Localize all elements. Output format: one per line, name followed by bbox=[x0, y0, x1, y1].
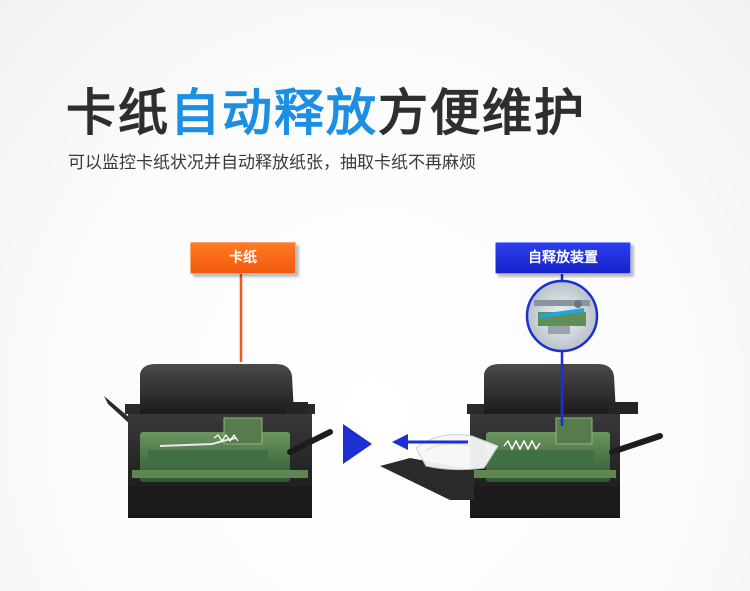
play-triangle-icon bbox=[343, 424, 372, 464]
printer-jam-state bbox=[104, 364, 333, 518]
left-arrow-icon bbox=[392, 434, 468, 450]
page-title: 卡纸自动释放方便维护 bbox=[66, 82, 586, 144]
title-part1: 卡纸 bbox=[66, 84, 170, 142]
release-mechanism-zoom bbox=[525, 279, 599, 353]
auto-release-label: 自释放装置 bbox=[495, 242, 631, 274]
title-part2: 方便维护 bbox=[378, 84, 586, 142]
page-subtitle: 可以监控卡纸状况并自动释放纸张，抽取卡纸不再麻烦 bbox=[68, 153, 476, 173]
jam-label: 卡纸 bbox=[190, 242, 296, 274]
printer-released-state bbox=[380, 364, 663, 518]
title-highlight: 自动释放 bbox=[170, 84, 378, 142]
